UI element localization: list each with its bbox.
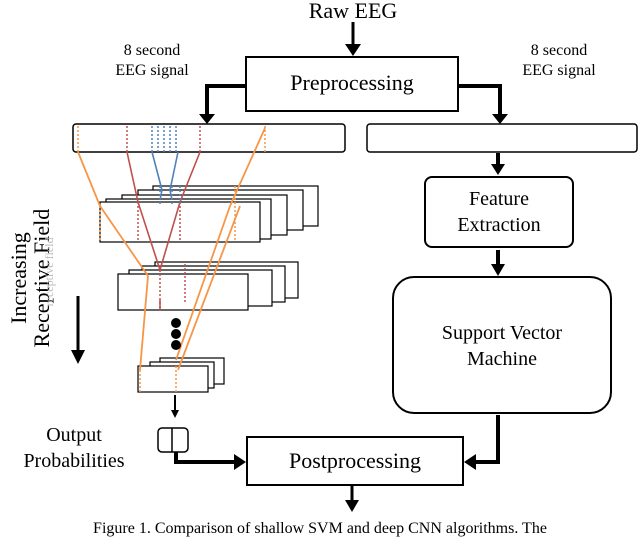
feature-extraction-box [424, 176, 574, 248]
output-probabilities-line2: Probabilities [23, 450, 125, 472]
ellipsis-dots-icon [171, 318, 181, 350]
svm-label-line2: Machine [467, 348, 537, 370]
left-signal-label-line2: EEG signal [115, 62, 189, 79]
svm-box [392, 276, 612, 414]
postprocessing-label: Postprocessing [289, 448, 421, 473]
svm-label-line1: Support Vector [441, 322, 563, 344]
receptive-field-label-line1: Increasing [5, 232, 31, 324]
raw-eeg-label: Raw EEG [308, 0, 398, 23]
preprocessing-label: Preprocessing [290, 70, 414, 95]
feature-to-svm-arrow [491, 250, 505, 276]
feature-extraction-label-line1: Feature [469, 188, 529, 210]
red-dotted-lines [126, 126, 201, 310]
right-signal-label-line2: EEG signal [522, 62, 596, 79]
postprocessing-box [246, 436, 464, 486]
postprocessing-out-arrow [345, 486, 359, 512]
right-signal-label-line1: 8 second [530, 42, 588, 59]
output-to-postprocessing-arrow [174, 452, 246, 470]
receptive-field-arrow [71, 296, 85, 364]
cnn-layer-stack-1 [99, 185, 319, 243]
right-input-signal-bar [366, 123, 638, 153]
output-probability-box [157, 427, 189, 453]
orange-dotted-lines [77, 126, 266, 392]
red-receptive-lines [126, 151, 201, 310]
blue-dotted-lines [151, 126, 181, 205]
preprocessing-left-arrow [199, 84, 245, 124]
raw-eeg-arrow [345, 22, 361, 56]
feature-extraction-label-line2: Extraction [457, 214, 541, 236]
receptive-field-ghost-label: receptive field [42, 237, 57, 307]
cnn-to-output-arrow [171, 395, 179, 418]
cnn-layer-stack-3 [137, 357, 225, 393]
signal-to-feature-arrow [491, 153, 505, 175]
preprocessing-right-arrow [459, 84, 508, 124]
output-probabilities-line1: Output [46, 424, 102, 446]
left-input-signal-bar [72, 123, 346, 153]
svm-to-postprocessing-arrow [464, 415, 500, 470]
orange-receptive-lines [77, 127, 266, 371]
left-signal-label-line1: 8 second [123, 42, 181, 59]
preprocessing-box [245, 56, 459, 112]
cnn-layer-stack-2 [117, 261, 299, 311]
figure-caption: Figure 1. Comparison of shallow SVM and … [93, 520, 547, 537]
